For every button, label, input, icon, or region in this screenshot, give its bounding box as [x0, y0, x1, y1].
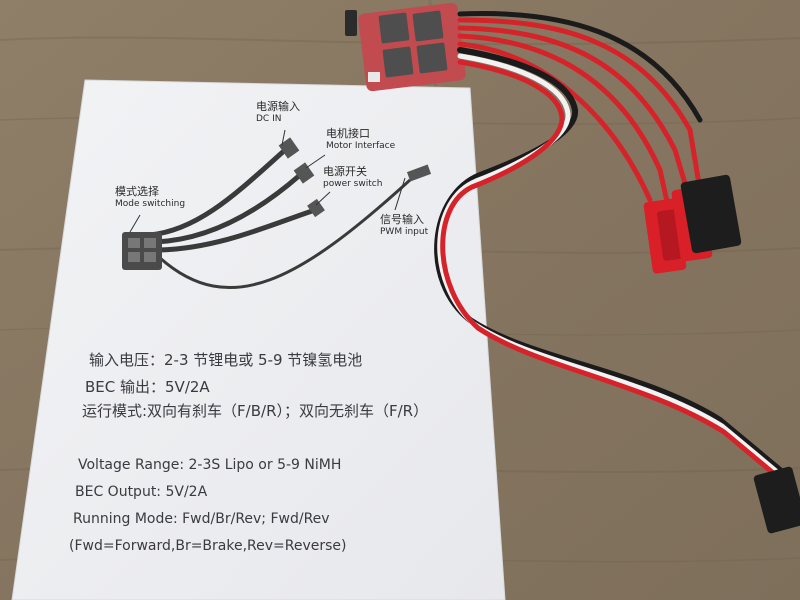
pwm-input-label: 信号输入 PWM input — [380, 214, 428, 237]
spec-en-bec: BEC Output: 5V/2A — [75, 484, 208, 500]
esc-board — [345, 2, 466, 92]
diagram-drawing — [122, 129, 432, 290]
dc-in-cn: 电源输入 — [256, 100, 300, 113]
spec-cn-mode: 运行模式:双向有刹车（F/B/R）；双向无刹车（F/R） — [82, 402, 429, 420]
spec-cn-bec: BEC 输出：5V/2A — [85, 378, 210, 396]
esc-connectors — [643, 174, 800, 534]
mode-cn: 模式选择 — [115, 185, 159, 198]
esc-wires — [434, 11, 787, 485]
mode-en: Mode switching — [115, 199, 186, 209]
instruction-sheet — [11, 79, 506, 600]
motor-label: 电机接口 Motor Interface — [326, 128, 395, 151]
mode-switching-label: 模式选择 Mode switching — [115, 186, 185, 209]
dc-in-en: DC IN — [256, 114, 282, 124]
spec-en-legend: (Fwd=Forward,Br=Brake,Rev=Reverse) — [69, 538, 347, 554]
pwm-cn: 信号输入 — [380, 213, 424, 226]
pwm-en: PWM input — [380, 227, 429, 237]
dc-in-label: 电源输入 DC IN — [256, 101, 300, 124]
motor-en: Motor Interface — [326, 141, 396, 151]
power-switch-label: 电源开关 power switch — [323, 166, 382, 189]
spec-cn-voltage: 输入电压：2-3 节锂电或 5-9 节镍氢电池 — [89, 351, 363, 369]
spec-en-voltage: Voltage Range: 2-3S Lipo or 5-9 NiMH — [78, 457, 342, 473]
power-cn: 电源开关 — [323, 165, 367, 178]
spec-en-mode: Running Mode: Fwd/Br/Rev; Fwd/Rev — [73, 511, 330, 527]
motor-cn: 电机接口 — [326, 127, 370, 140]
power-en: power switch — [323, 179, 383, 189]
